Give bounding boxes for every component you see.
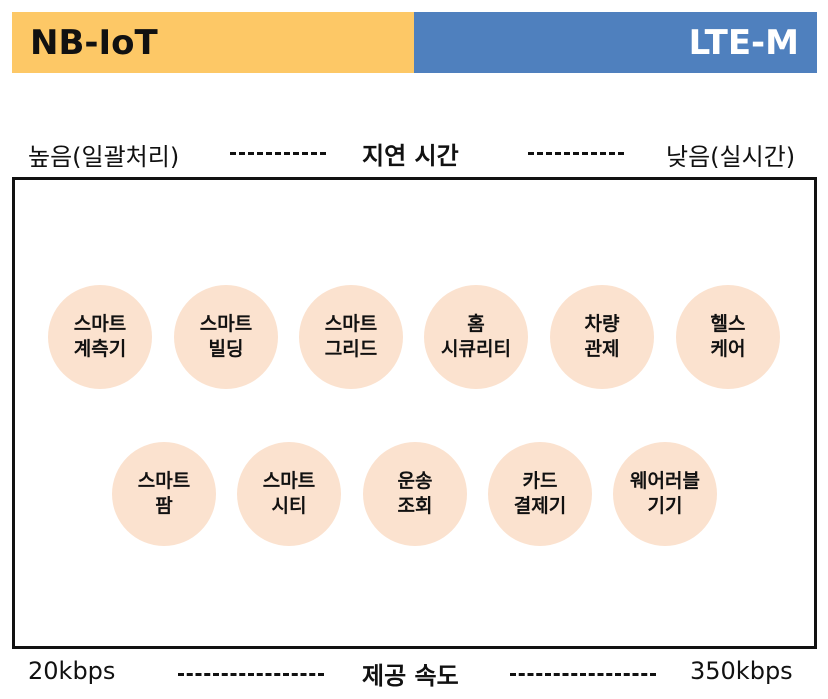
use-case-line1: 스마트: [324, 313, 378, 335]
use-case-line2: 기기: [647, 495, 683, 517]
use-case-smart-city: 스마트 시티: [237, 442, 341, 546]
use-case-line1: 차량: [584, 313, 620, 335]
use-case-line2: 결제기: [513, 495, 567, 517]
use-case-line1: 스마트: [73, 313, 127, 335]
use-case-line2: 조회: [397, 495, 433, 517]
use-case-line1: 헬스: [710, 313, 746, 335]
latency-high-label: 높음(일괄처리): [28, 143, 180, 171]
use-case-line1: 운송: [397, 470, 433, 492]
use-case-line1: 스마트: [262, 470, 316, 492]
use-case-home-security: 홈 시큐리티: [424, 285, 528, 389]
use-case-line2: 케어: [710, 338, 746, 360]
latency-dash-left: [230, 152, 326, 155]
use-case-vehicle-control: 차량 관제: [550, 285, 654, 389]
ltem-header-bar: LTE-M: [414, 12, 817, 73]
use-case-healthcare: 헬스 케어: [676, 285, 780, 389]
use-case-line1: 홈: [467, 313, 485, 335]
use-case-line1: 카드: [522, 470, 558, 492]
use-case-smart-farm: 스마트 팜: [112, 442, 216, 546]
use-case-line2: 시티: [271, 495, 307, 517]
speed-low-label: 20kbps: [28, 657, 116, 685]
use-case-card-payment: 카드 결제기: [488, 442, 592, 546]
use-case-line1: 스마트: [199, 313, 253, 335]
use-case-line2: 시큐리티: [441, 338, 511, 360]
ltem-label: LTE-M: [688, 22, 799, 63]
speed-dash-left: [178, 673, 324, 676]
use-case-line1: 웨어러블: [630, 470, 700, 492]
speed-high-label: 350kbps: [690, 657, 793, 685]
latency-low-label: 낮음(실시간): [666, 143, 796, 171]
latency-title: 지연 시간: [362, 142, 459, 170]
use-case-box: [12, 177, 817, 649]
use-case-wearable: 웨어러블 기기: [613, 442, 717, 546]
use-case-shipment-tracking: 운송 조회: [363, 442, 467, 546]
use-case-line2: 계측기: [73, 338, 127, 360]
nbiot-label: NB-IoT: [30, 22, 158, 63]
use-case-line2: 팜: [155, 495, 173, 517]
use-case-smart-meter: 스마트 계측기: [48, 285, 152, 389]
use-case-line2: 빌딩: [208, 338, 244, 360]
nbiot-header-bar: NB-IoT: [12, 12, 414, 73]
use-case-line2: 그리드: [324, 338, 378, 360]
use-case-line1: 스마트: [137, 470, 191, 492]
use-case-smart-grid: 스마트 그리드: [299, 285, 403, 389]
use-case-line2: 관제: [584, 338, 620, 360]
use-case-smart-building: 스마트 빌딩: [174, 285, 278, 389]
speed-dash-right: [510, 673, 656, 676]
speed-title: 제공 속도: [362, 662, 459, 690]
latency-dash-right: [528, 152, 624, 155]
